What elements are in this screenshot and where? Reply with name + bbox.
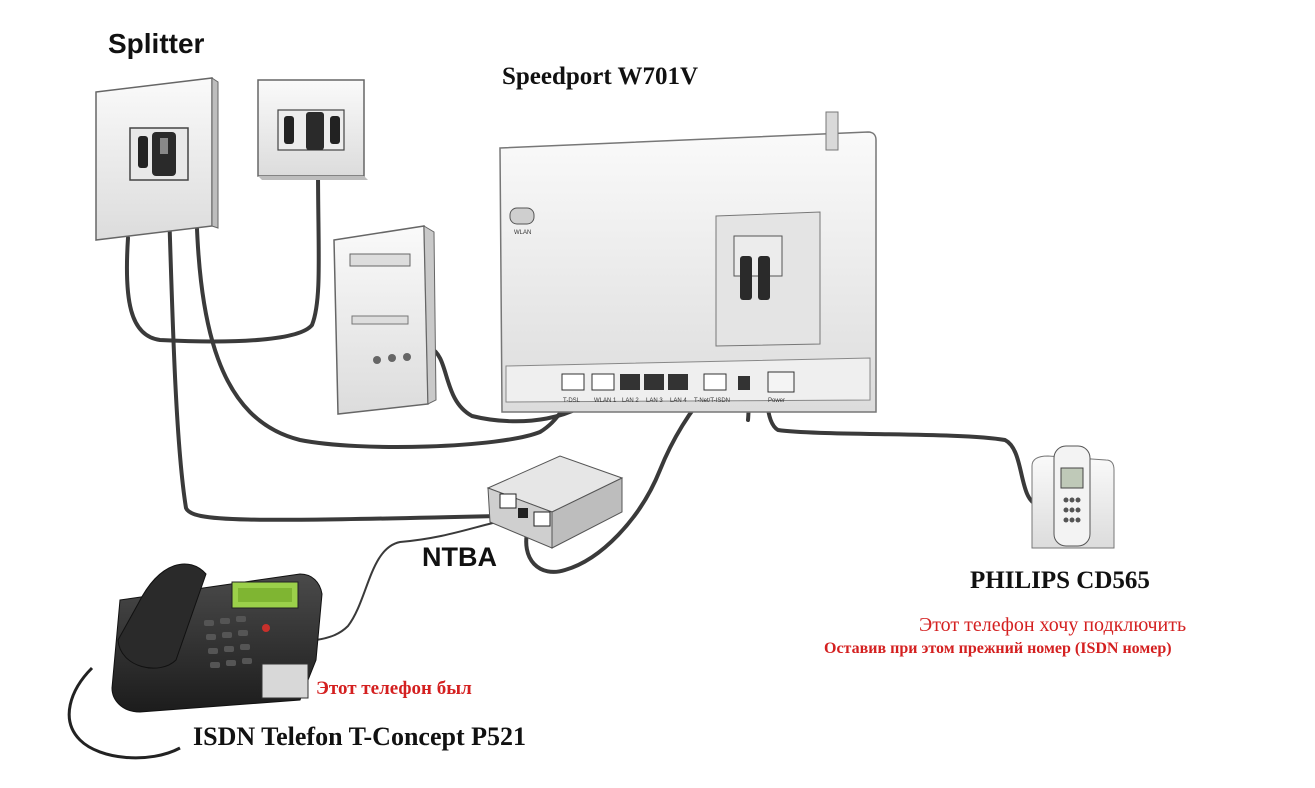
port-label-wlan1: WLAN 1 <box>594 398 617 404</box>
port-label-power: Power <box>768 398 785 404</box>
splitter-device <box>95 77 219 241</box>
port-label-dsl: T-DSL <box>563 398 581 404</box>
ntba-device <box>486 455 624 549</box>
cable-splitter-to-wall <box>124 166 321 344</box>
port-label-lan3: LAN 3 <box>646 398 663 404</box>
cable-splitter-to-dsl <box>194 178 574 449</box>
router-port-labels: T-DSL WLAN 1 LAN 2 LAN 3 LAN 4 T-Net/T-I… <box>514 230 785 404</box>
cable-splitter-to-ntba <box>166 173 502 522</box>
port-label-isdn: T-Net/T-ISDN <box>694 398 730 404</box>
router-label: Speedport W701V <box>502 63 699 90</box>
cable-ntba-to-desk-phone <box>315 519 506 641</box>
isdn-desk-phone <box>67 563 323 760</box>
splitter-label: Splitter <box>108 28 205 59</box>
port-label-lan4: LAN 4 <box>670 398 687 404</box>
ntba-label: NTBA <box>422 542 497 572</box>
old-phone-label: ISDN Telefon T-Concept P521 <box>193 722 526 751</box>
old-phone-note: Этот телефон был <box>316 678 472 699</box>
new-phone-note: Этот телефон хочу подключить <box>919 614 1187 636</box>
port-label-lan2: LAN 2 <box>622 398 639 404</box>
pc-tower <box>333 225 437 415</box>
button-label-wlan: WLAN <box>514 230 531 236</box>
new-phone-label: PHILIPS CD565 <box>970 567 1150 594</box>
cordless-phone <box>1031 445 1115 549</box>
cable-ntba-to-router-isdn <box>524 384 714 574</box>
tae-wall-socket <box>257 79 368 180</box>
new-phone-note-2: Оставив при этом прежний номер (ISDN ном… <box>824 640 1172 657</box>
router-device <box>499 111 877 413</box>
